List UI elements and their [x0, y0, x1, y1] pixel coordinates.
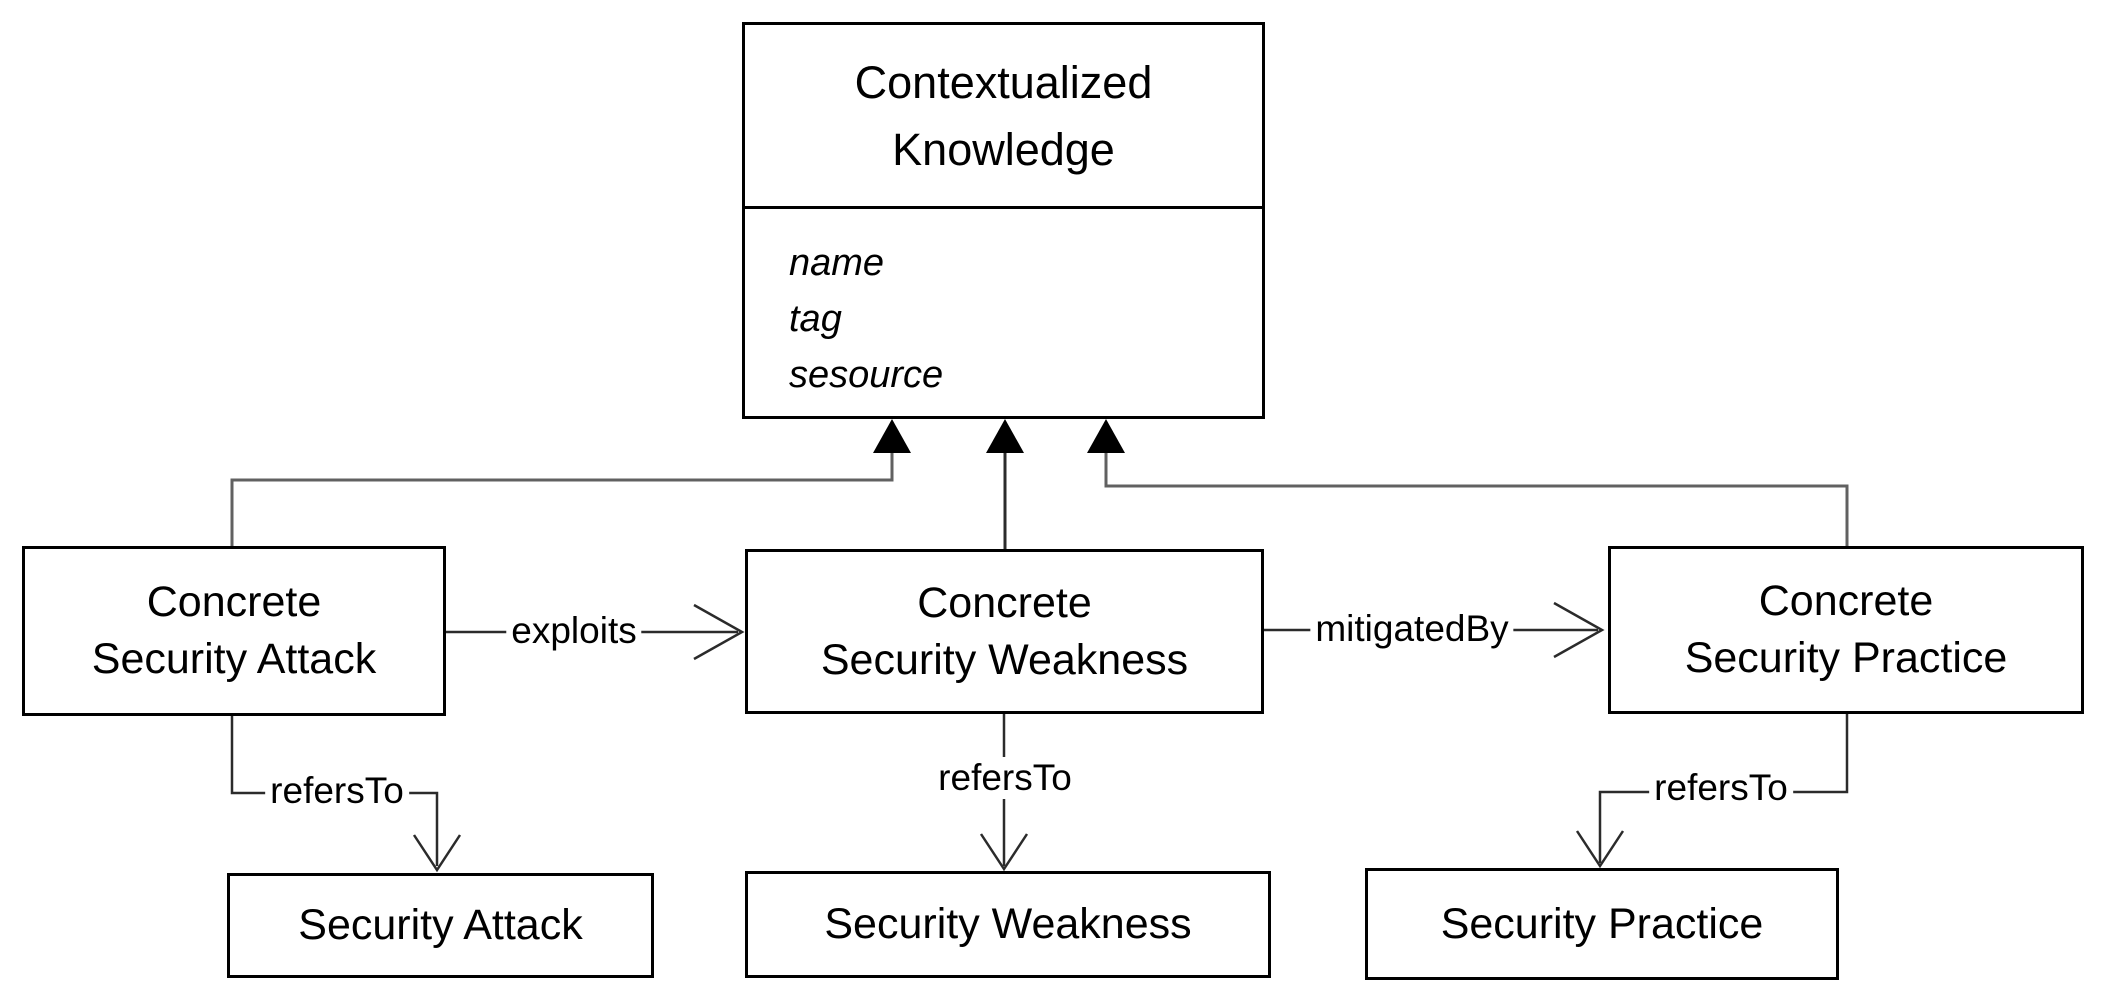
class-title-line: Security Practice: [1440, 899, 1764, 948]
relation-label-exploits: exploits: [506, 610, 642, 652]
open-arrowhead-right-icon: [693, 603, 745, 661]
class-title-line: Security Practice: [1684, 634, 2008, 682]
class-attribute: tag: [789, 298, 842, 340]
class-box-concrete-security-weakness: Concrete Security Weakness: [745, 549, 1264, 714]
class-attributes: name tag sesource: [745, 209, 1262, 416]
generalization-arrowhead-icon: [1087, 419, 1125, 453]
class-title: Contextualized Knowledge: [745, 25, 1262, 209]
relation-label-mitigatedby: mitigatedBy: [1310, 608, 1514, 650]
generalization-arrowhead-icon: [873, 419, 911, 453]
class-box-concrete-security-attack: Concrete Security Attack: [22, 546, 446, 716]
class-title-line: Security Weakness: [820, 635, 1189, 684]
open-arrowhead-down-icon: [979, 833, 1029, 872]
class-title-line: Security Attack: [91, 635, 377, 683]
generalization-arrowhead-icon: [986, 419, 1024, 453]
class-box-security-weakness: Security Weakness: [745, 871, 1271, 978]
generalization-line-attack: [230, 453, 894, 546]
relation-label-refersto-practice: refersTo: [1649, 767, 1793, 809]
class-box-contextualized-knowledge: Contextualized Knowledge name tag sesour…: [742, 22, 1265, 419]
class-attribute: sesource: [789, 354, 944, 396]
relation-label-refersto-attack: refersTo: [265, 770, 409, 812]
class-title-line: Security Weakness: [824, 900, 1192, 948]
class-title-line: Concrete: [146, 578, 322, 626]
generalization-line-practice: [1104, 453, 1849, 546]
class-title-line: Concrete: [1758, 577, 1934, 625]
class-attribute: name: [789, 242, 885, 284]
class-box-security-attack: Security Attack: [227, 873, 654, 978]
class-box-concrete-security-practice: Concrete Security Practice: [1608, 546, 2084, 714]
class-box-security-practice: Security Practice: [1365, 868, 1839, 980]
class-title-line: Contextualized: [854, 56, 1153, 108]
class-title-line: Security Attack: [298, 901, 583, 949]
open-arrowhead-down-icon: [1575, 830, 1625, 869]
relation-label-refersto-weakness: refersTo: [933, 757, 1077, 799]
class-title-line: Concrete: [917, 578, 1092, 627]
open-arrowhead-right-icon: [1553, 601, 1605, 659]
open-arrowhead-down-icon: [412, 834, 462, 873]
class-title-line: Knowledge: [892, 123, 1115, 175]
